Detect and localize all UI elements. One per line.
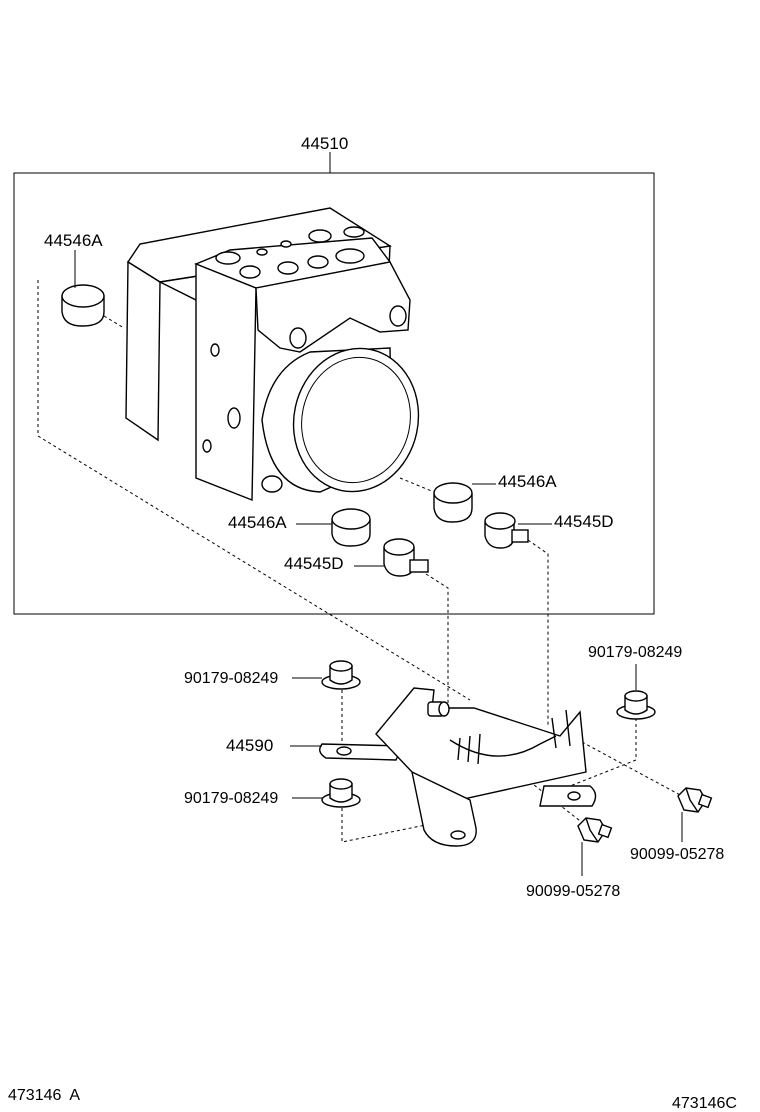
bolt-right (677, 787, 713, 813)
cushion-right (433, 482, 473, 523)
label-44590: 44590 (226, 736, 273, 755)
assembly-frame (13, 172, 655, 615)
bolt-top-right (616, 690, 656, 720)
stud-right (484, 512, 529, 549)
label-90179-08249-bottom-left: 90179-08249 (184, 790, 278, 807)
label-90099-05278-right: 90099-05278 (630, 846, 724, 863)
bolt-top-left (321, 660, 361, 690)
footer-left-code: 473146 A (8, 1087, 80, 1104)
cushion-bottom (331, 508, 371, 547)
label-44546A-bottom: 44546A (228, 513, 287, 532)
label-90179-08249-top-right: 90179-08249 (588, 644, 682, 661)
label-44546A-right: 44546A (498, 472, 557, 491)
label-90179-08249-top-left: 90179-08249 (184, 670, 278, 687)
label-44545D-bottom: 44545D (284, 554, 344, 573)
label-44545D-right: 44545D (554, 512, 614, 531)
label-44510: 44510 (301, 134, 348, 153)
cushion-top-left (61, 284, 105, 327)
bolt-bottom (577, 817, 613, 843)
label-90099-05278-bottom: 90099-05278 (526, 883, 620, 900)
bolt-bottom-left (321, 778, 361, 808)
stud-bottom (383, 538, 429, 577)
label-44546A-top-left: 44546A (44, 231, 103, 250)
abs-actuator (125, 207, 420, 502)
bracket (319, 687, 597, 847)
footer-right-code: 473146C (672, 1095, 737, 1112)
